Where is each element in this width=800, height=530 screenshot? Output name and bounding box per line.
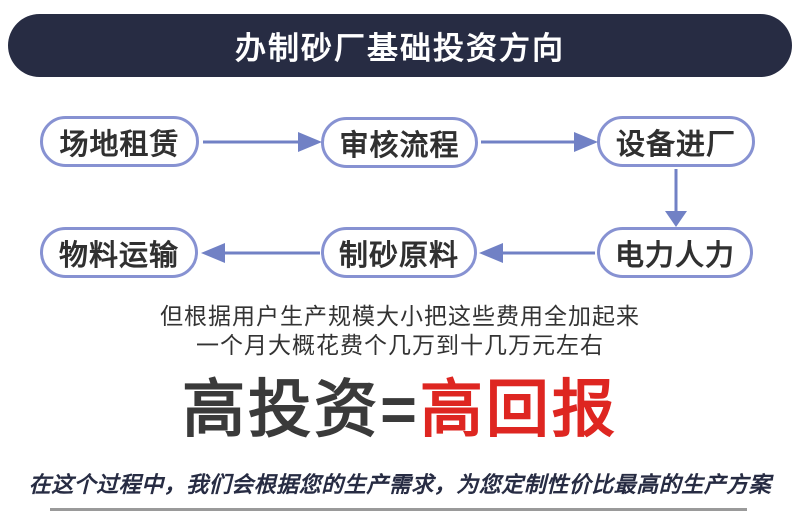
flow-box-label: 电力人力 [614,239,735,272]
arrow-right-icon [203,132,322,152]
cost-description-line2: 一个月大概花费个几万到十几万元左右 [196,332,604,358]
headline-right: 高回报 [419,375,618,445]
flow-box-label: 设备进厂 [615,128,736,161]
footer-divider [50,508,747,511]
footer-note: 在这个过程中，我们会根据您的生产需求，为您定制性价比最高的生产方案 [28,472,772,497]
arrow-right-icon [481,132,598,152]
flow-box-label: 场地租赁 [59,128,180,161]
arrow-left-icon [201,243,320,263]
flow-box-power-labor: 电力人力 [597,227,753,278]
flow-box-material-transport: 物料运输 [40,227,198,278]
header-banner: 办制砂厂基础投资方向 [8,14,792,77]
flow-box-label: 物料运输 [58,239,179,272]
flow-box-equipment-entry: 设备进厂 [597,116,755,167]
page-title: 办制砂厂基础投资方向 [235,31,565,66]
flow-box-label: 审核流程 [339,129,460,162]
flow-box-sand-raw-material: 制砂原料 [321,227,477,278]
flow-box-site-rental: 场地租赁 [40,116,199,167]
headline: 高投资=高回报 [0,370,800,450]
headline-left: 高投资= [182,375,420,445]
cost-description: 但根据用户生产规模大小把这些费用全加起来 一个月大概花费个几万到十几万元左右 [0,302,800,360]
arrow-left-icon [479,243,595,263]
flow-box-label: 制砂原料 [338,239,459,272]
cost-description-line1: 但根据用户生产规模大小把这些费用全加起来 [160,303,640,329]
arrow-down-icon [665,169,687,227]
flow-box-review-process: 审核流程 [321,117,478,168]
